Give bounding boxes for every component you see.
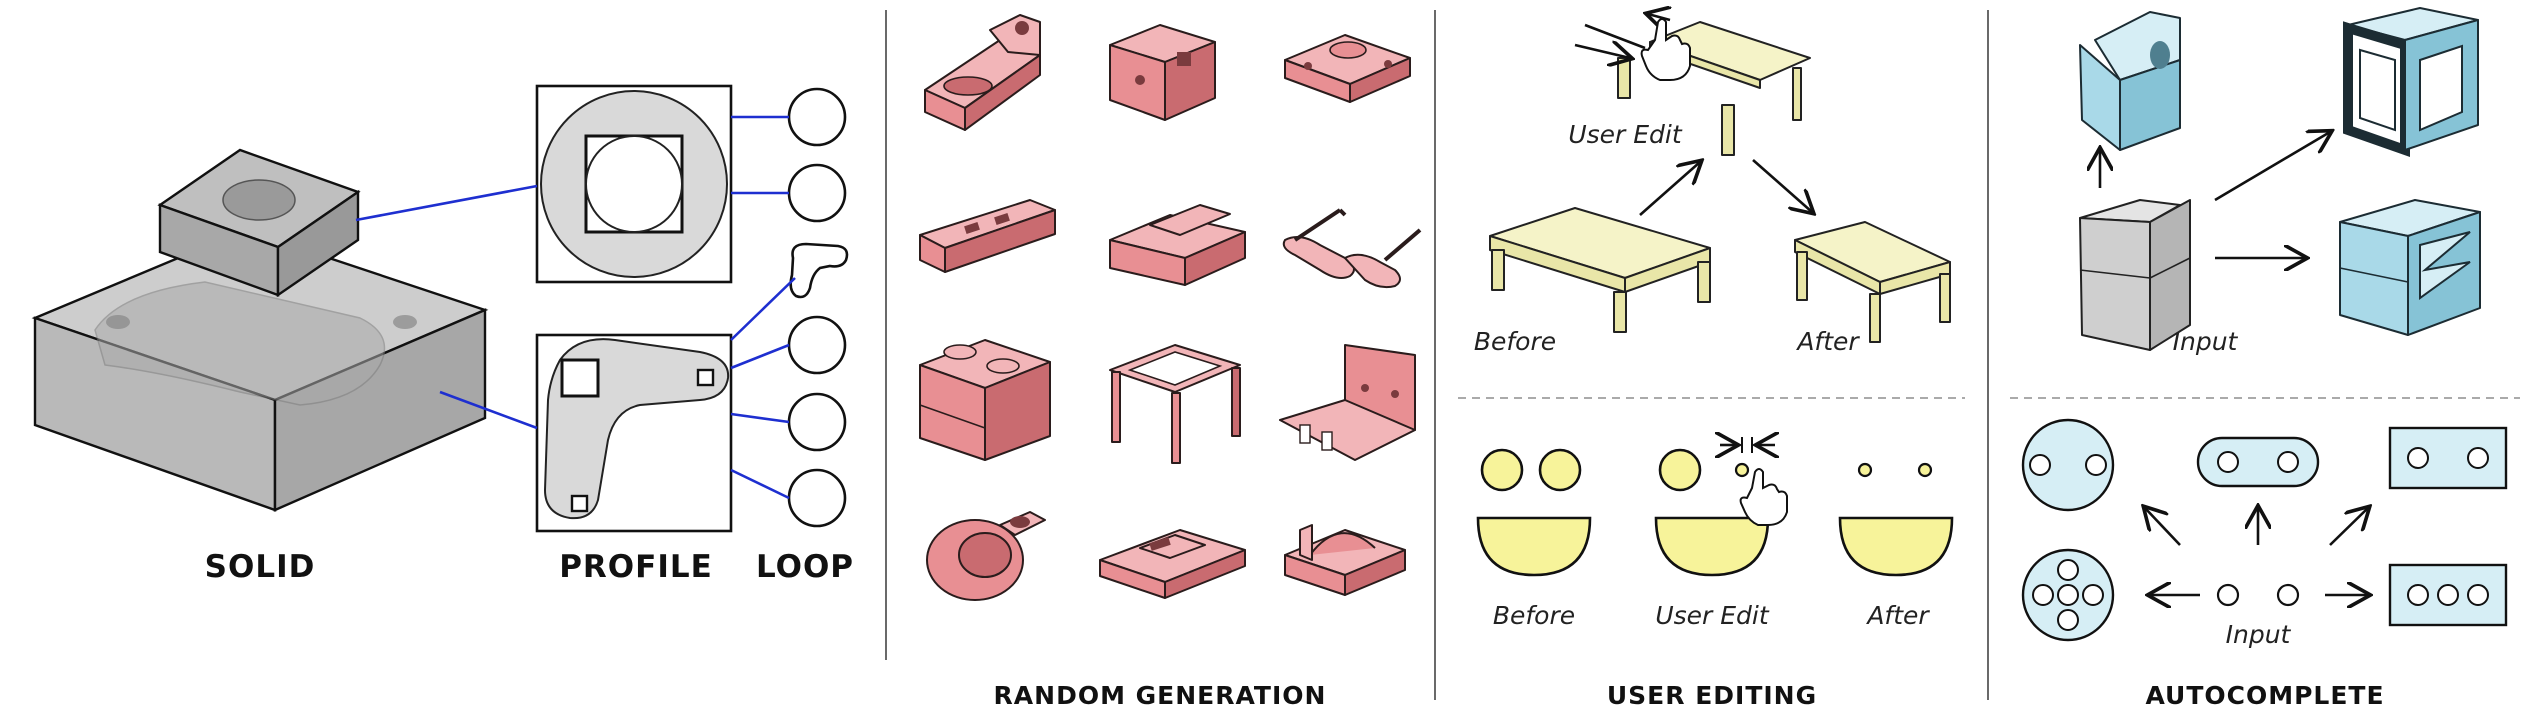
part-pillow-block <box>1284 524 1406 596</box>
edit-bottom-after-label: After <box>1865 601 1930 630</box>
edit-bottom-before-label: Before <box>1493 601 1575 630</box>
auto-input-shape <box>2079 199 2191 351</box>
smiley-after <box>1838 462 1954 577</box>
profile-inner-circle <box>585 135 683 233</box>
auto-circle-2holes <box>2021 418 2115 512</box>
part-link-arm <box>924 14 1041 131</box>
solid-panel: SOLID <box>31 148 489 585</box>
edit-bottom-user-edit-label: User Edit <box>1655 601 1770 630</box>
loop-circle-2 <box>787 163 847 223</box>
random-generation-panel: RANDOM GENERATION <box>919 14 1422 709</box>
table-after <box>1794 221 1951 343</box>
user-editing-label: USER EDITING <box>1607 681 1817 709</box>
part-brick <box>919 339 1051 461</box>
user-editing-panel: User Edit Before After Befor <box>1458 14 1965 709</box>
part-blocky-housing <box>1109 204 1246 286</box>
edit-top-before-label: Before <box>1474 327 1556 356</box>
auto-input-2holes <box>2216 583 2300 607</box>
hand-cursor-icon-2 <box>1739 468 1788 526</box>
loop-circle-4 <box>787 392 847 452</box>
smiley-before <box>1476 448 1592 577</box>
auto-circle-5holes <box>2021 548 2115 642</box>
auto-rect-3holes <box>2388 563 2508 627</box>
part-clamp <box>926 511 1046 601</box>
edit-top-user-edit-label: User Edit <box>1568 120 1683 149</box>
loop-freeform <box>789 242 849 299</box>
hierarchy-links <box>355 115 796 500</box>
smiley-user-edit <box>1654 448 1770 577</box>
part-slotted-bar <box>919 199 1056 273</box>
auto-output-2 <box>2343 7 2479 158</box>
part-u-bracket <box>1109 24 1216 121</box>
autocomplete-label: AUTOCOMPLETE <box>2145 681 2384 709</box>
profile-label: PROFILE <box>559 549 713 585</box>
profile-panel: PROFILE <box>535 84 733 585</box>
solid-label: SOLID <box>205 549 316 585</box>
part-flange-plate <box>1284 34 1411 103</box>
part-slab-boss <box>1099 529 1246 599</box>
edit-top-after-label: After <box>1795 327 1860 356</box>
hand-cursor-icon <box>1640 18 1691 81</box>
auto-slot-2holes <box>2196 436 2320 488</box>
auto-output-1 <box>2079 11 2181 151</box>
loop-panel: LOOP <box>756 87 854 585</box>
auto-output-3 <box>2339 199 2481 336</box>
loop-circle-3 <box>787 315 847 375</box>
auto-rect-2holes <box>2388 426 2508 490</box>
loop-circle-5 <box>787 468 847 528</box>
part-glasses <box>1282 208 1422 289</box>
loop-circle-1 <box>787 87 847 147</box>
auto-bottom-input-label: Input <box>2226 620 2292 649</box>
loop-label: LOOP <box>756 549 854 585</box>
table-before <box>1489 207 1711 333</box>
part-plate-bracket <box>1279 344 1416 461</box>
random-generation-label: RANDOM GENERATION <box>994 681 1327 709</box>
autocomplete-panel: Input <box>2010 7 2520 709</box>
auto-top-input-label: Input <box>2173 327 2239 356</box>
part-frame-table <box>1109 344 1241 464</box>
solid-model <box>31 148 489 512</box>
